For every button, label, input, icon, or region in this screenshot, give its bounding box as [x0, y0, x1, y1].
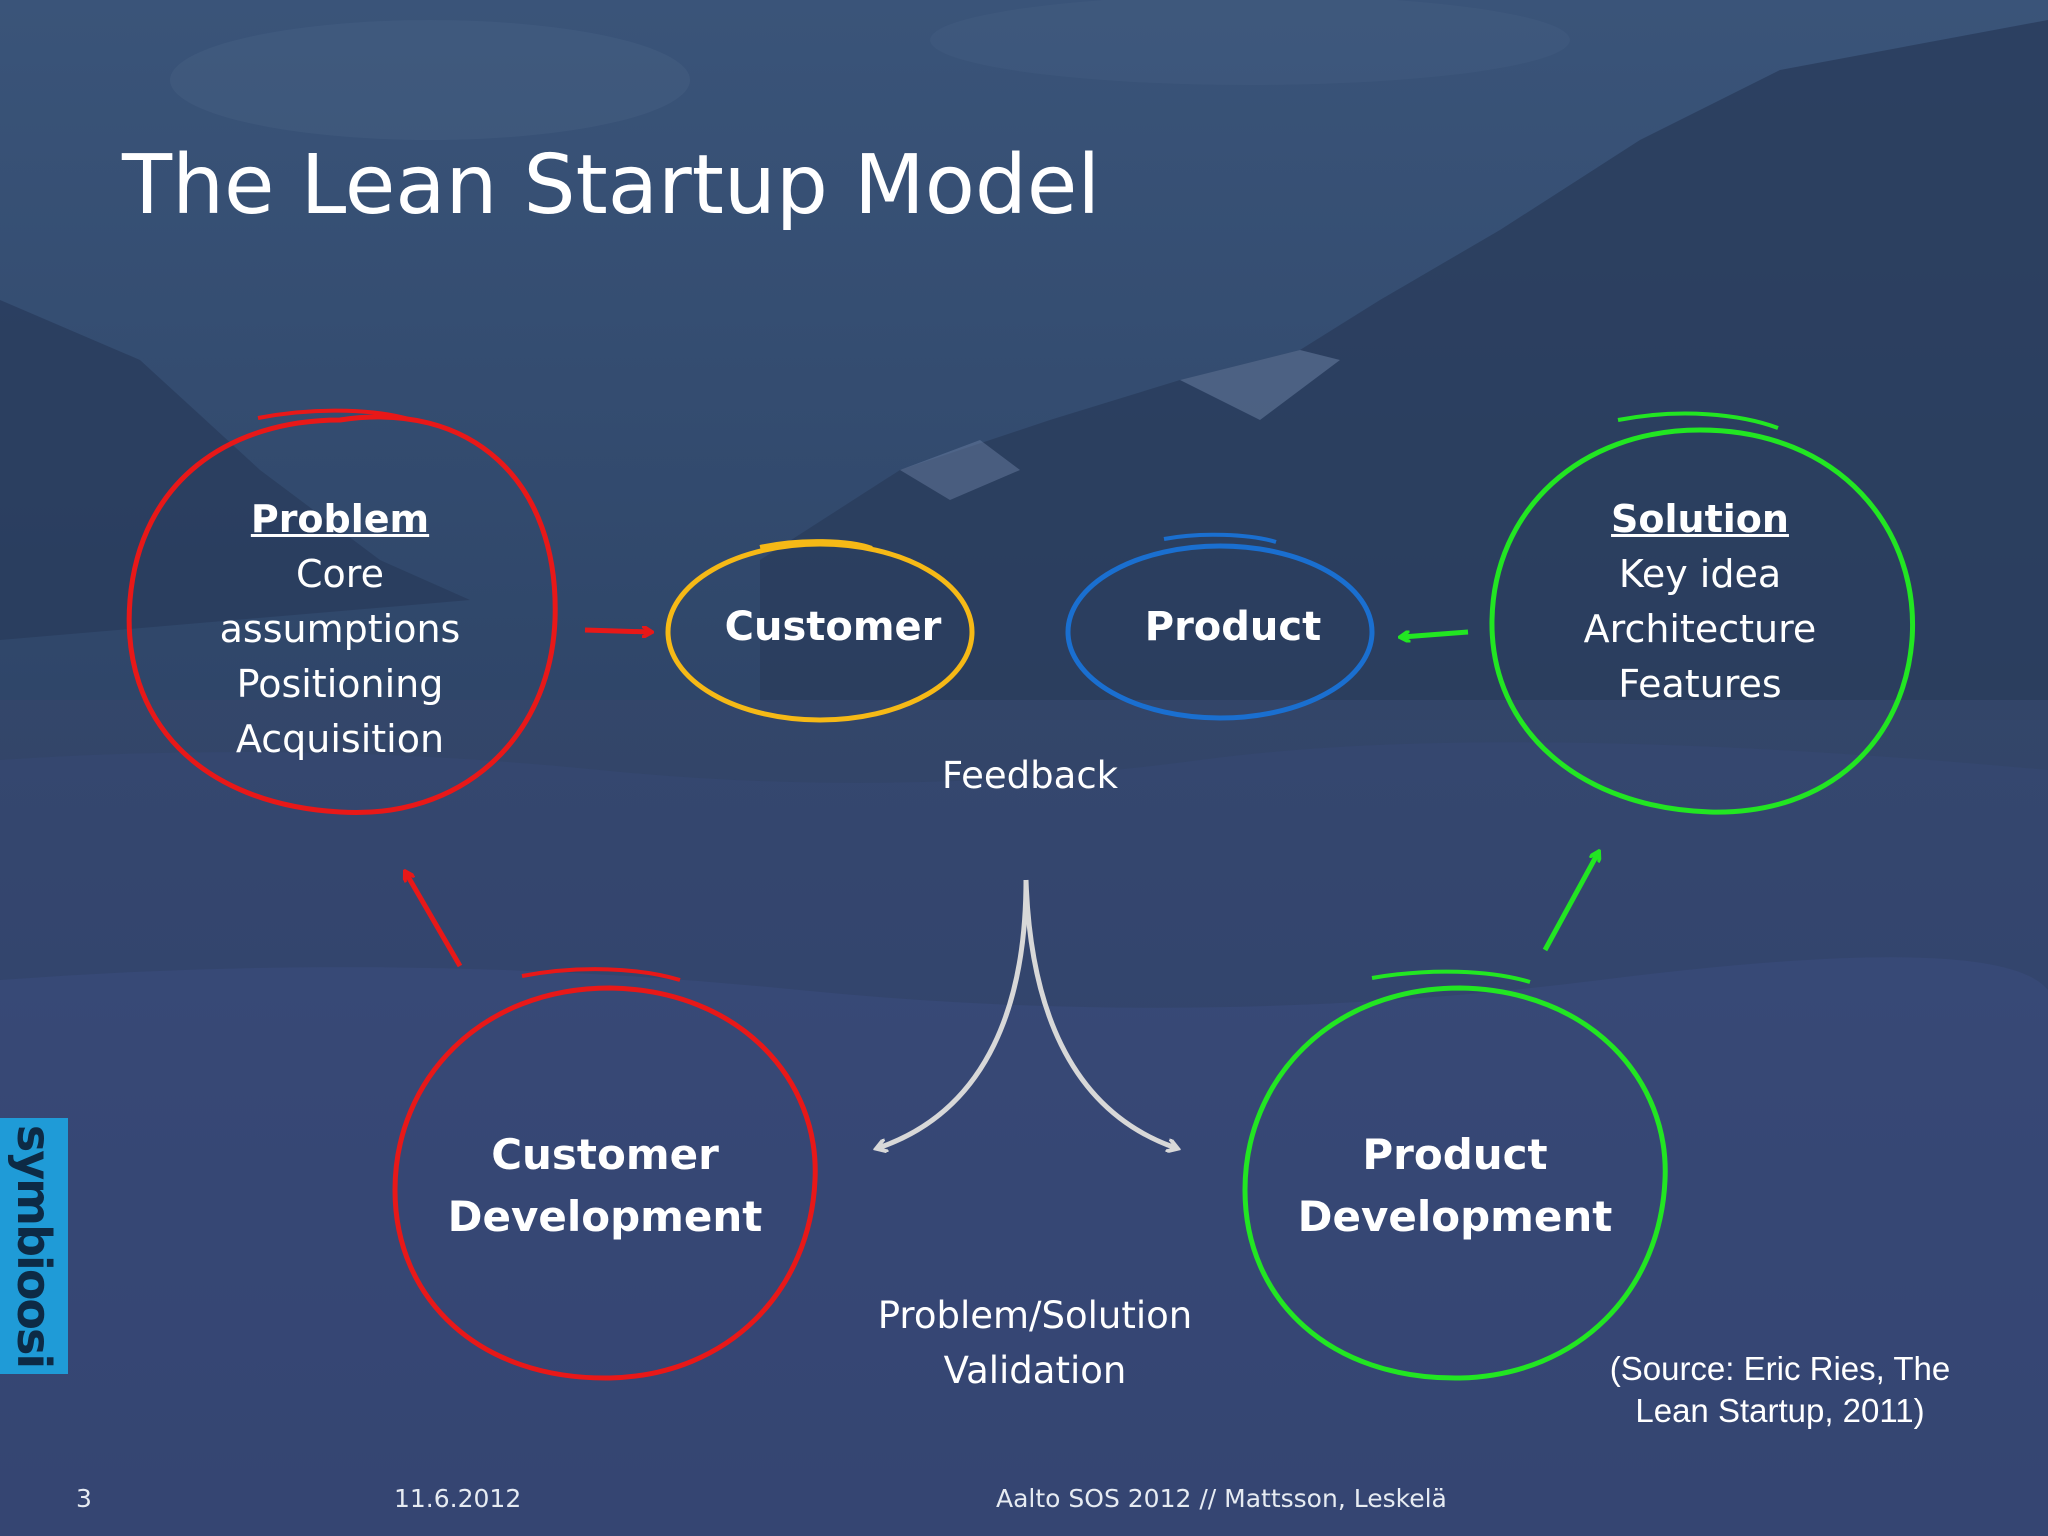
arrow-proddev-to-solution: [1542, 853, 1598, 952]
problem-text: Problem Core assumptions Positioning Acq…: [200, 492, 480, 767]
validation-line-1: Problem/Solution: [877, 1294, 1193, 1337]
solution-line-architecture: Architecture: [1583, 607, 1817, 651]
problem-line-acquisition: Acquisition: [235, 717, 445, 761]
validation-line-2: Validation: [943, 1349, 1127, 1392]
arrow-custdev-to-problem: [406, 873, 463, 968]
footer-date: 11.6.2012: [394, 1484, 522, 1513]
validation-text: Problem/Solution Validation: [840, 1288, 1230, 1398]
solution-heading: Solution: [1611, 497, 1789, 541]
feedback-label: Feedback: [941, 754, 1119, 797]
symbioosi-logo: symbioosi: [7, 1124, 61, 1368]
page-number: 3: [76, 1484, 92, 1513]
customer-development-circle: [392, 967, 818, 1381]
solution-text: Solution Key idea Architecture Features: [1540, 492, 1860, 712]
product-ellipse: [1065, 532, 1375, 721]
customer-development-text: Customer Development: [420, 1124, 790, 1248]
problem-circle: [126, 408, 558, 816]
customer-development-line-1: Customer: [491, 1130, 719, 1179]
solution-line-key-idea: Key idea: [1618, 552, 1782, 596]
problem-heading: Problem: [250, 497, 430, 541]
product-development-circle: [1242, 969, 1668, 1381]
customer-ellipse: [665, 539, 975, 723]
problem-line-assumptions: assumptions: [219, 607, 461, 651]
product-development-line-1: Product: [1362, 1130, 1548, 1179]
arrow-feedback-right: [1023, 879, 1176, 1148]
product-label: Product: [1144, 604, 1322, 650]
arrow-solution-to-product: [1402, 629, 1469, 637]
logo-band: [0, 1118, 68, 1374]
product-development-line-2: Development: [1297, 1192, 1613, 1241]
customer-label: Customer: [724, 604, 942, 650]
product-development-text: Product Development: [1270, 1124, 1640, 1248]
problem-line-positioning: Positioning: [236, 662, 444, 706]
problem-line-core: Core: [296, 552, 384, 596]
customer-development-line-2: Development: [447, 1192, 763, 1241]
source-citation: (Source: Eric Ries, The Lean Startup, 20…: [1590, 1348, 1970, 1432]
slide-title: The Lean Startup Model: [122, 138, 1101, 233]
arrow-problem-to-customer: [584, 630, 650, 632]
source-line-2: Lean Startup, 2011): [1635, 1392, 1925, 1429]
footer-event: Aalto SOS 2012 // Mattsson, Leskelä: [996, 1484, 1447, 1513]
solution-line-features: Features: [1618, 662, 1782, 706]
arrow-feedback-left: [878, 879, 1029, 1148]
solution-circle: [1489, 411, 1916, 815]
source-line-1: (Source: Eric Ries, The: [1609, 1350, 1951, 1387]
